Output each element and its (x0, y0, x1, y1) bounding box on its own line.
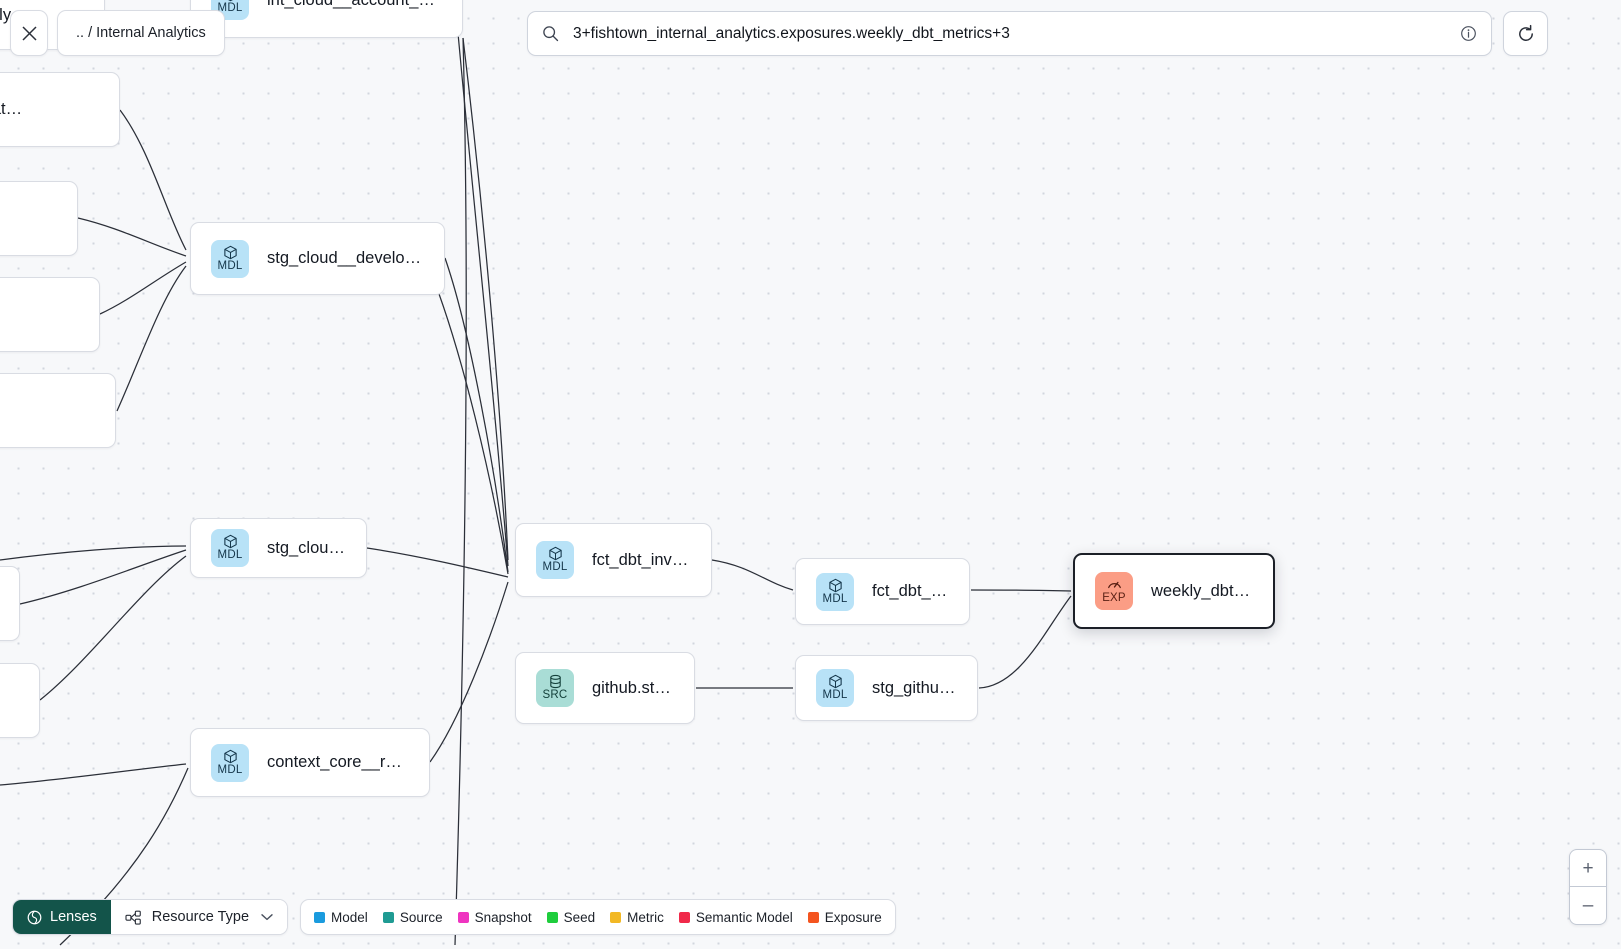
zoom-out-button[interactable]: – (1570, 887, 1606, 924)
chevron-down-icon (261, 910, 273, 924)
legend-label: Seed (563, 909, 596, 925)
lineage-node[interactable]: MDL stg_github__stars (795, 655, 978, 721)
resource-type-legend: Model Source Snapshot Seed Metric Semantic Mo… (300, 899, 896, 935)
mdl-badge-icon: MDL (816, 669, 854, 707)
lineage-node[interactable]: n (0, 566, 20, 641)
breadcrumb[interactable]: .. / Internal Analytics (57, 10, 225, 56)
lineage-node[interactable]: MDL context_core__rpc_request (190, 728, 430, 797)
node-label: github.stargazers (592, 678, 674, 697)
resource-type-dropdown[interactable]: Resource Type (110, 900, 288, 934)
top-toolbar: .. / Internal Analytics 3+fishtown_inter… (0, 0, 1621, 68)
node-label: context_core__rpc_request (267, 753, 409, 771)
lenses-button[interactable]: Lenses (13, 900, 111, 934)
lineage-node[interactable]: op_request (0, 181, 78, 256)
legend-item[interactable]: Semantic Model (678, 909, 793, 925)
legend-label: Exposure (824, 909, 882, 925)
lineage-node[interactable]: .run (0, 663, 40, 738)
search-input[interactable]: 3+fishtown_internal_analytics.exposures.… (573, 24, 1010, 42)
legend-swatch (678, 911, 690, 923)
refresh-icon (1518, 24, 1533, 41)
node-label: int_cloud__account_plan_history (267, 0, 442, 9)
node-label: weekly_dbt_metrics (1151, 581, 1253, 600)
legend-label: Semantic Model (695, 909, 793, 925)
close-button[interactable] (10, 10, 48, 56)
lineage-node[interactable]: EXP weekly_dbt_metrics (1073, 553, 1275, 629)
node-label: multicell_migrat… (0, 100, 23, 118)
badge-label: MDL (217, 1, 243, 14)
lens-icon (27, 910, 42, 924)
lineage-node[interactable]: _develop_request (0, 373, 116, 448)
node-label: stg_cloud__runs (267, 538, 346, 557)
legend-label: Model (331, 909, 368, 925)
legend-swatch (457, 911, 469, 923)
lineage-node[interactable]: MDL stg_cloud__runs (190, 518, 367, 578)
exp-badge-icon: EXP (1095, 572, 1133, 610)
bottom-toolbar: Lenses Resource Type Model Source Snapshot… (12, 899, 896, 935)
node-label: stg_github__stars (872, 678, 957, 697)
legend-swatch (610, 911, 622, 923)
legend-label: Source (399, 909, 443, 925)
node-label: fct_dbt_projects (872, 582, 949, 600)
search-bar[interactable]: 3+fishtown_internal_analytics.exposures.… (527, 11, 1492, 56)
legend-item[interactable]: Model (314, 910, 368, 925)
legend-item[interactable]: Snapshot (457, 909, 532, 925)
legend-item[interactable]: Exposure (807, 909, 882, 925)
node-label: stg_cloud__develop_requests (267, 249, 424, 267)
legend-item[interactable]: Metric (610, 910, 664, 925)
badge-label: MDL (542, 561, 568, 574)
close-icon (21, 25, 37, 41)
legend-label: Snapshot (474, 909, 532, 925)
zoom-in-label: + (1582, 857, 1594, 879)
lineage-node[interactable]: MDL fct_dbt_projects (795, 558, 970, 625)
lineage-node[interactable]: MDL fct_dbt_invocations (515, 523, 712, 597)
mdl-badge-icon: MDL (816, 572, 854, 611)
lineage-node[interactable]: velop_request (0, 277, 100, 352)
legend-swatch (314, 911, 326, 923)
zoom-controls: + – (1569, 849, 1607, 925)
info-icon[interactable] (1460, 25, 1477, 42)
zoom-in-button[interactable]: + (1570, 850, 1606, 887)
lineage-node[interactable]: MDL int_cloud__account_plan_history (190, 0, 463, 38)
badge-label: MDL (822, 592, 848, 605)
badge-label: SRC (542, 689, 568, 702)
src-badge-icon: SRC (536, 669, 574, 707)
lineage-node[interactable]: multicell_migrat… (0, 72, 120, 147)
zoom-out-label: – (1582, 895, 1594, 916)
mdl-badge-icon: MDL (211, 743, 249, 782)
badge-label: MDL (822, 689, 848, 702)
legend-swatch (382, 911, 394, 923)
legend-item[interactable]: Seed (546, 909, 596, 925)
lineage-node[interactable]: SRC github.stargazers (515, 652, 695, 724)
badge-label: MDL (217, 763, 243, 776)
breadcrumb-label: .. / Internal Analytics (76, 25, 206, 41)
badge-label: MDL (217, 549, 243, 562)
mdl-badge-icon: MDL (211, 529, 249, 567)
legend-swatch (807, 911, 819, 923)
mdl-badge-icon: MDL (211, 239, 249, 278)
badge-label: EXP (1102, 592, 1126, 605)
legend-label: Metric (627, 909, 664, 925)
badge-label: MDL (217, 259, 243, 272)
legend-item[interactable]: Source (382, 909, 443, 925)
node-label: fct_dbt_invocations (592, 550, 691, 569)
mdl-badge-icon: MDL (536, 541, 574, 579)
lenses-label: Lenses (50, 909, 97, 925)
search-icon (542, 25, 559, 42)
lineage-node[interactable]: MDL stg_cloud__develop_requests (190, 222, 445, 295)
lens-controls: Lenses Resource Type (12, 899, 289, 935)
resource-type-label: Resource Type (151, 909, 250, 925)
resource-type-icon (125, 910, 141, 925)
legend-swatch (546, 911, 558, 923)
refresh-button[interactable] (1503, 11, 1548, 56)
